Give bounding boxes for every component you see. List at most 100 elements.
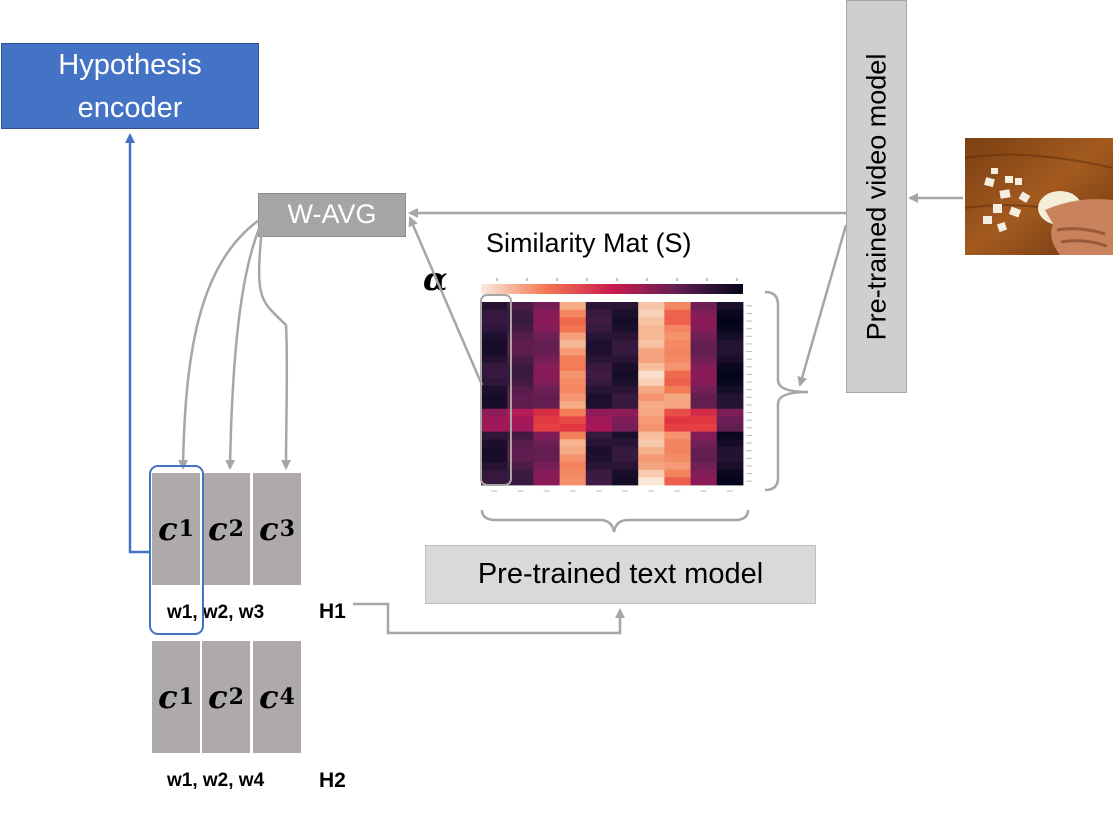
heatmap-cell <box>638 378 665 387</box>
heatmap-cell <box>559 454 587 463</box>
heatmap-cell <box>559 363 587 372</box>
heatmap-cell <box>481 393 508 402</box>
heatmap-cell <box>638 340 665 349</box>
heatmap-cell <box>533 416 560 425</box>
h1-cell-2-sub: 2 <box>228 516 244 542</box>
heatmap-cell <box>690 424 718 433</box>
h1-to-text-model-arrow <box>353 602 625 635</box>
heatmap-cell <box>481 469 508 478</box>
heatmap-cell <box>612 462 639 471</box>
heatmap-cell <box>664 317 691 326</box>
heatmap-cell <box>481 401 508 410</box>
heatmap-cell <box>507 370 534 379</box>
heatmap-cell <box>481 324 508 333</box>
heatmap-cell <box>559 477 587 486</box>
heatmap-cell <box>533 477 560 486</box>
heatmap-cell <box>716 416 744 425</box>
heatmap-cell <box>664 462 691 471</box>
alpha-arrow <box>408 216 484 386</box>
heatmap-cell <box>585 302 613 311</box>
heatmap-cell <box>559 347 587 356</box>
heatmap-cell <box>612 355 639 364</box>
column-brace <box>480 509 750 533</box>
heatmap-cell <box>481 355 508 364</box>
heatmap-cell <box>664 302 691 311</box>
heatmap-cell <box>638 393 665 402</box>
heatmap-cell <box>638 302 665 311</box>
heatmap-cell <box>638 439 665 448</box>
heatmap-cell <box>664 309 691 318</box>
heatmap-cell <box>559 309 587 318</box>
colorbar-ticks <box>496 278 738 281</box>
heatmap-cell <box>585 317 613 326</box>
h2-cell-1-var: c <box>158 678 178 716</box>
heatmap-cell <box>612 477 639 486</box>
heatmap-cell <box>559 385 587 394</box>
heatmap-cell <box>481 363 508 372</box>
heatmap-cell <box>507 385 534 394</box>
heatmap-cell <box>585 469 613 478</box>
heatmap-cell <box>664 332 691 341</box>
heatmap-cell <box>612 469 639 478</box>
heatmap-cell <box>716 309 744 318</box>
heatmap-cell <box>481 340 508 349</box>
h1-label: H1 <box>319 600 346 623</box>
heatmap-cell <box>638 363 665 372</box>
heatmap-cell <box>507 446 534 455</box>
heatmap-cell <box>559 302 587 311</box>
hypothesis-encoder-box: Hypothesis encoder <box>1 43 259 129</box>
heatmap-cell <box>507 416 534 425</box>
heatmap-cell <box>533 454 560 463</box>
heatmap-cell <box>716 401 744 410</box>
heatmap-cell <box>481 309 508 318</box>
heatmap-cell <box>664 370 691 379</box>
heatmap-cell <box>716 408 744 417</box>
heatmap-cell <box>585 408 613 417</box>
heatmap-cell <box>559 431 587 440</box>
heatmap-cell <box>716 439 744 448</box>
heatmap-cell <box>533 424 560 433</box>
heatmap-cell <box>533 378 560 387</box>
heatmap-cell <box>664 408 691 417</box>
heatmap-cell <box>585 439 613 448</box>
heatmap-cell <box>533 469 560 478</box>
heatmap-cell <box>612 446 639 455</box>
heatmap-cell <box>481 424 508 433</box>
heatmap-cell <box>716 446 744 455</box>
heatmap-cell <box>638 424 665 433</box>
heatmap-cell <box>585 446 613 455</box>
video-frame-drawing <box>965 138 1113 255</box>
h1-cell-1-sub: 1 <box>178 516 194 542</box>
heatmap-cell <box>559 401 587 410</box>
heatmap-cell <box>559 393 587 402</box>
heatmap-cell <box>716 347 744 356</box>
h2-cell-2-sub: 2 <box>228 684 244 710</box>
heatmap-cell <box>716 424 744 433</box>
h2-label: H2 <box>319 769 346 792</box>
heatmap-cell <box>585 462 613 471</box>
heatmap-cell <box>533 332 560 341</box>
heatmap-cell <box>716 462 744 471</box>
heatmap-cell <box>533 462 560 471</box>
heatmap-cell <box>690 340 718 349</box>
wavg-box: W-AVG <box>258 193 406 237</box>
heatmap-cell <box>481 378 508 387</box>
wavg-to-c1-arrow <box>178 216 263 470</box>
heatmap-cell <box>585 347 613 356</box>
heatmap-cell <box>507 424 534 433</box>
heatmap-cell <box>559 469 587 478</box>
heatmap-cell <box>716 385 744 394</box>
heatmap-cell <box>690 401 718 410</box>
heatmap-cell <box>559 332 587 341</box>
heatmap-cell <box>585 393 613 402</box>
heatmap-cell <box>507 340 534 349</box>
heatmap-cell <box>638 416 665 425</box>
heatmap-cell <box>638 355 665 364</box>
hypothesis-encoder-line1: Hypothesis <box>58 49 202 81</box>
heatmap-cell <box>690 462 718 471</box>
heatmap-cell <box>612 424 639 433</box>
wavg-to-c3-arrow <box>257 227 292 470</box>
